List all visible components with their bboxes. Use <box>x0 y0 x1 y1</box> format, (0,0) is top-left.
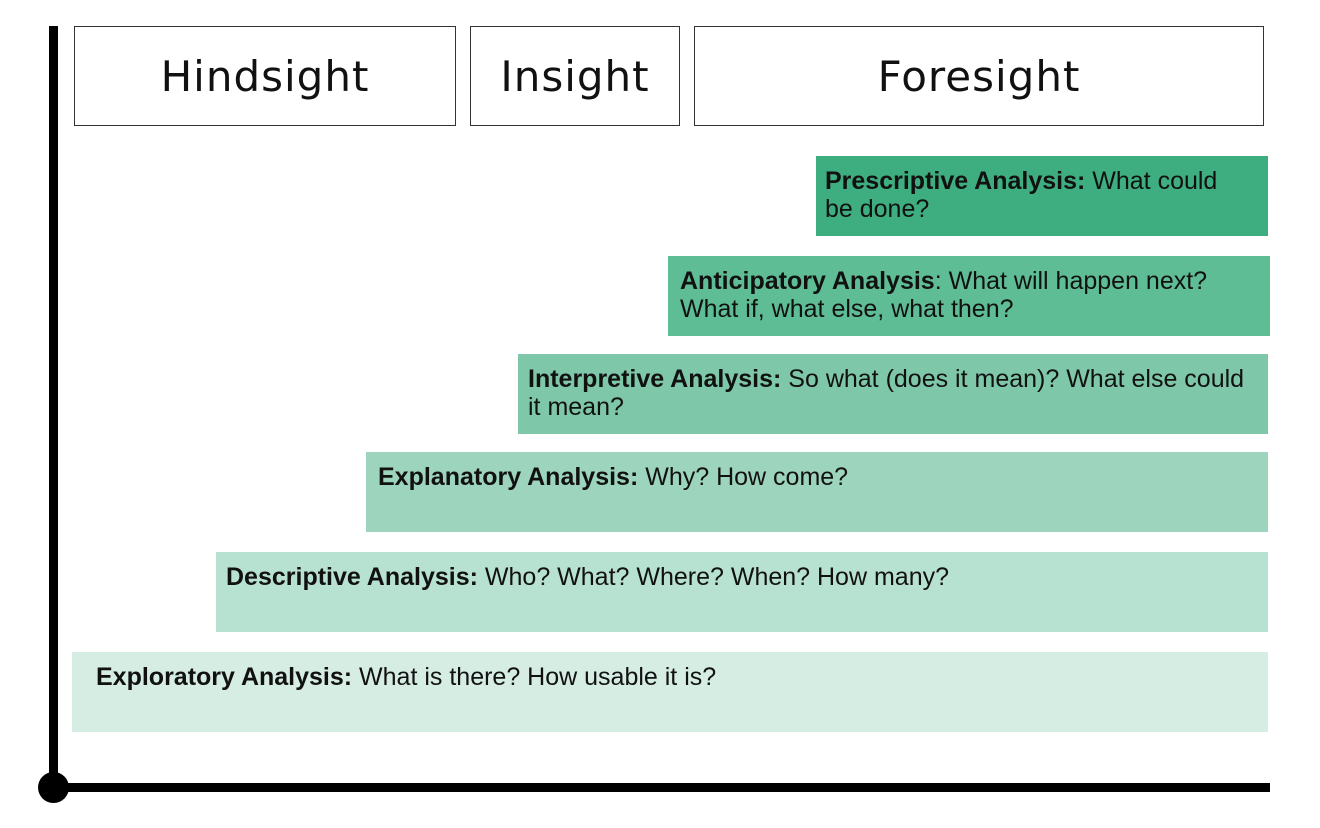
step-descriptive-analysis: Descriptive Analysis: Who? What? Where? … <box>216 552 1268 632</box>
step-question: Why? How come? <box>638 463 849 491</box>
axis-origin-dot <box>38 772 69 803</box>
step-anticipatory-analysis: Anticipatory Analysis: What will happen … <box>668 256 1270 336</box>
step-term: Prescriptive Analysis: <box>825 167 1086 195</box>
step-question: : What will happen next? What if, what e… <box>680 267 1208 323</box>
step-explanatory-analysis: Explanatory Analysis: Why? How come? <box>366 452 1268 532</box>
step-term: Explanatory Analysis: <box>378 463 639 491</box>
step-question: Who? What? Where? When? How many? <box>477 563 950 591</box>
vertical-axis <box>49 26 58 788</box>
header-insight: Insight <box>470 26 680 126</box>
step-interpretive-analysis: Interpretive Analysis: So what (does it … <box>518 354 1268 434</box>
step-term: Anticipatory Analysis <box>680 267 935 295</box>
step-term: Exploratory Analysis: <box>96 663 353 691</box>
step-exploratory-analysis: Exploratory Analysis: What is there? How… <box>72 652 1268 732</box>
step-term: Descriptive Analysis: <box>226 563 478 591</box>
step-prescriptive-analysis: Prescriptive Analysis: What could be don… <box>816 156 1268 236</box>
step-question: So what (does it mean)? What else could … <box>528 365 1245 421</box>
header-foresight: Foresight <box>694 26 1264 126</box>
step-question: What could be done? <box>825 167 1218 223</box>
step-question: What is there? How usable it is? <box>352 663 717 691</box>
horizontal-axis <box>52 783 1270 792</box>
header-hindsight: Hindsight <box>74 26 456 126</box>
step-term: Interpretive Analysis: <box>528 365 782 393</box>
